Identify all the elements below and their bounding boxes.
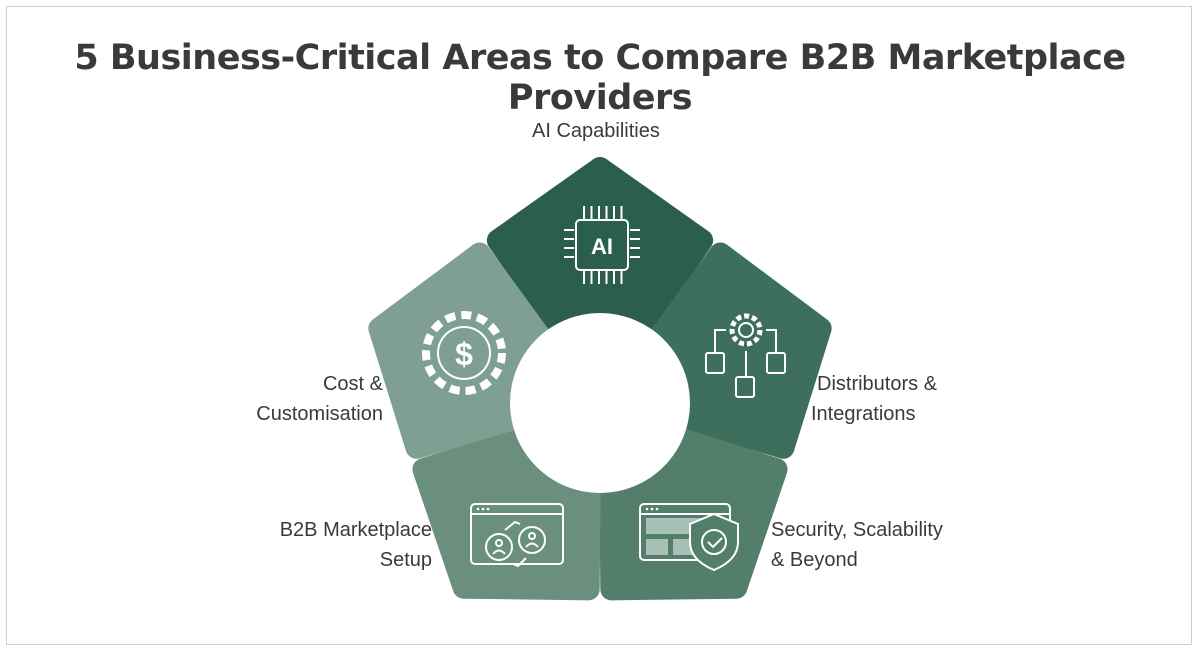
frame-border [6, 6, 1192, 645]
area-label-distributors: Distributors & Integrations [811, 369, 938, 429]
gear-dollar-icon: $ [422, 311, 506, 395]
user-exchange-window-icon [470, 503, 564, 568]
label-line: Customisation [256, 403, 383, 425]
gear-network-icon [705, 313, 786, 398]
page-title: 5 Business-Critical Areas to Compare B2B… [74, 38, 1126, 118]
shield-check-icon [639, 503, 739, 572]
center-circle [510, 313, 690, 493]
dollar-icon-text: $ [455, 336, 473, 372]
area-label-security: Security, Scalability & Beyond [771, 515, 943, 575]
label-line: Setup [379, 549, 432, 571]
ai-icon-text: AI [591, 234, 613, 259]
label-line: Integrations [811, 403, 916, 425]
label-line: Security, Scalability [771, 519, 943, 541]
label-line: B2B Marketplace [279, 519, 432, 541]
label-line: & Beyond [771, 549, 858, 571]
label-line: Cost & [322, 373, 383, 395]
ai-chip-icon: AI [564, 206, 640, 284]
area-label-cost: Cost & Customisation [256, 369, 383, 429]
label-line: Distributors & [817, 373, 938, 395]
area-label-ai-capabilities: AI Capabilities [532, 120, 660, 142]
